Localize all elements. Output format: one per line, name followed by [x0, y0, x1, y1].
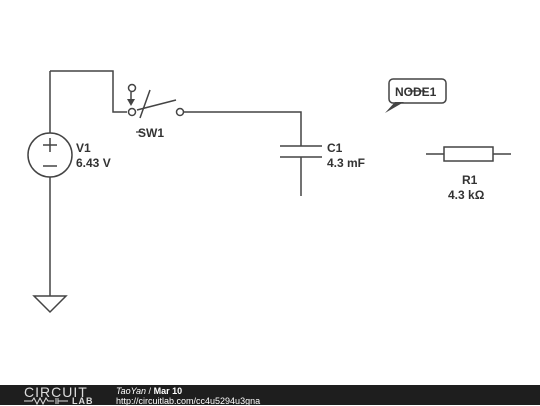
c1-value: 4.3 mF: [327, 156, 365, 170]
switch-actuator: [139, 89, 151, 119]
plus-sign: [43, 138, 57, 152]
c1-name: C1: [327, 141, 343, 155]
wire-top-to-switch[interactable]: [50, 70, 127, 113]
logo-resistor-icon: [24, 397, 68, 405]
r1-value: 4.3 kΩ: [448, 188, 485, 202]
logo-text-bottom: LAB: [72, 396, 94, 406]
v1-value: 6.43 V: [76, 156, 111, 170]
sw1-name: SW1: [138, 126, 164, 140]
switch-terminal-left[interactable]: [127, 107, 137, 117]
circuitlab-logo[interactable]: CIRCUIT LAB: [24, 384, 106, 406]
switch-terminal-top[interactable]: [127, 83, 137, 93]
circuit-date: Mar 10: [153, 386, 183, 396]
wire-switch-to-c1[interactable]: [184, 111, 302, 146]
ground-symbol[interactable]: [32, 295, 68, 314]
author-name[interactable]: TaoYan: [116, 386, 147, 396]
switch-arrow-icon: [127, 99, 135, 106]
capacitor-c1[interactable]: [280, 145, 322, 158]
circuit-url[interactable]: http://circuitlab.com/cc4u5294u3gna: [116, 396, 261, 406]
switch-terminal-right[interactable]: [175, 107, 185, 117]
node-label-text: NODE1: [395, 85, 437, 99]
r1-name: R1: [462, 173, 478, 187]
footer-bar: CIRCUIT LAB TaoYan / Mar 10 http://circu…: [0, 384, 540, 406]
logo-text-top: CIRCUIT: [24, 384, 88, 400]
resistor-r1[interactable]: [443, 146, 494, 162]
schematic-canvas: V1 6.43 V SW1 C1 4.3 mF R1 4.3 kΩ NODE1: [27, 70, 511, 314]
v1-name: V1: [76, 141, 91, 155]
footer-meta: TaoYan / Mar 10 http://circuitlab.com/cc…: [116, 386, 260, 406]
footer-separator: /: [148, 386, 152, 396]
